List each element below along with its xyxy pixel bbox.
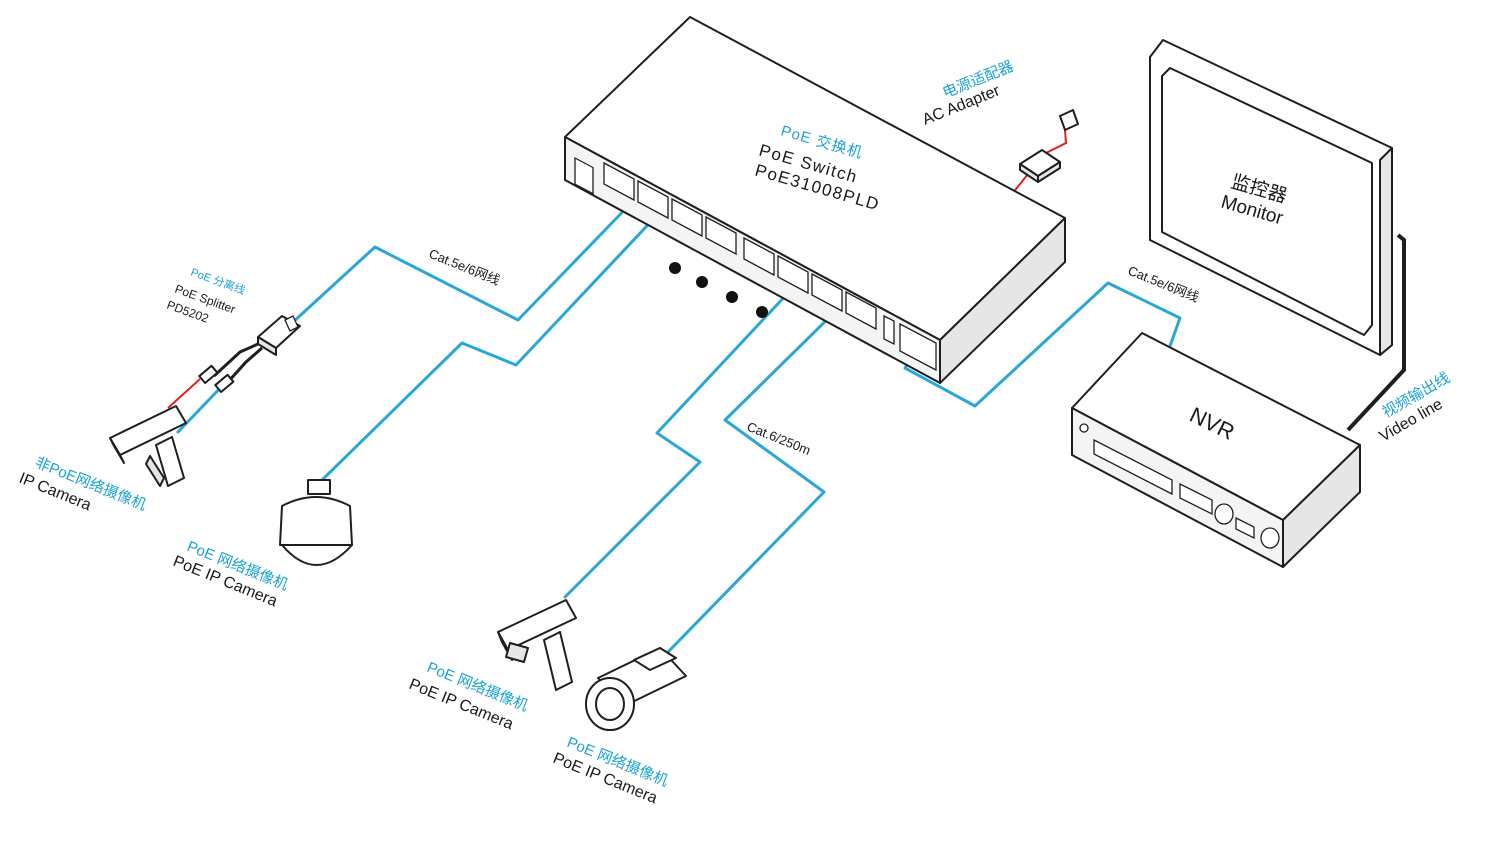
wall-outlet-icon <box>1059 109 1079 131</box>
poe-bullet-camera: PoE 网络摄像机 PoE IP Camera <box>551 647 687 807</box>
switch-port-8 <box>845 290 877 331</box>
cable-boxcam-to-switch <box>563 276 804 599</box>
dot-2 <box>696 276 708 288</box>
boxcam-bracket <box>505 642 529 663</box>
dome-lens <box>281 544 353 566</box>
nvr-knob-right <box>1260 527 1280 549</box>
boxcam-mount <box>543 631 573 691</box>
switch-port-6 <box>777 254 809 295</box>
cable-dome-to-switch <box>318 210 662 484</box>
nvr-side <box>1282 444 1361 568</box>
nvr: NVR <box>1071 332 1361 568</box>
ipcam-bracket <box>145 455 165 487</box>
switch-port-7 <box>811 272 843 313</box>
dot-4 <box>756 306 768 318</box>
switch-ports-group-1 <box>603 161 737 256</box>
dome-housing <box>279 496 353 546</box>
dome-mount <box>307 479 331 495</box>
adapter-body-side <box>1037 161 1061 183</box>
poe-switch: PoE 交换机 PoE Switch PoE31008PLD <box>564 16 1066 384</box>
bullet-lens-glass <box>595 687 625 721</box>
monitor-side <box>1379 147 1393 356</box>
bullet-top <box>633 647 677 671</box>
switch-port-2 <box>637 179 669 220</box>
switch-led-strip <box>883 314 895 346</box>
nvr-power-button <box>1079 423 1089 433</box>
cable-bullet-to-switch <box>666 298 849 654</box>
splitter-port <box>284 315 299 332</box>
switch-port-5 <box>743 236 775 277</box>
ipcam-mount <box>155 436 185 487</box>
switch-console-port <box>574 157 594 195</box>
poe-splitter: PoE 分离线 PoE Splitter PD5202 <box>165 265 301 393</box>
splitter-cable-data <box>226 346 263 384</box>
switch-port-4 <box>705 215 737 256</box>
poe-box-camera: PoE 网络摄像机 PoE IP Camera <box>407 599 577 733</box>
cable-splitter-to-switch <box>290 196 638 325</box>
nvr-button-panel-2 <box>1235 516 1255 540</box>
poe-dome-camera: PoE 网络摄像机 PoE IP Camera <box>171 479 353 610</box>
splitter-plug-data <box>214 373 235 393</box>
nvr-buttons <box>1179 482 1255 540</box>
switch-port-3 <box>671 197 703 238</box>
ipcam-lens-end <box>109 437 125 464</box>
dot-3 <box>726 291 738 303</box>
nvr-drive-slot <box>1093 438 1173 496</box>
nvr-knob-left <box>1214 503 1234 525</box>
dot-1 <box>669 262 681 274</box>
monitor-screen <box>1161 67 1373 336</box>
power-cable-adapter <box>1041 129 1068 156</box>
video-line-cable <box>1346 233 1406 432</box>
splitter-cable-power <box>212 342 259 378</box>
splitter-plug-power <box>198 364 219 384</box>
switch-ports-group-2 <box>743 236 877 331</box>
switch-port-1 <box>603 161 635 202</box>
cable-splitter-to-ipcam <box>176 381 227 434</box>
splitter-body-front <box>257 336 277 356</box>
cable-label-long: Cat.6/250m <box>745 419 813 458</box>
switch-side <box>939 217 1066 384</box>
more-ports-dots <box>669 262 768 318</box>
power-cable-splitter <box>167 378 201 409</box>
non-poe-ip-camera: 非PoE网络摄像机 IP Camera <box>17 405 187 514</box>
cable-label-left: Cat.5e/6网线 <box>427 246 502 288</box>
switch-uplink-port <box>899 322 937 372</box>
nvr-button-panel-1 <box>1179 482 1213 516</box>
